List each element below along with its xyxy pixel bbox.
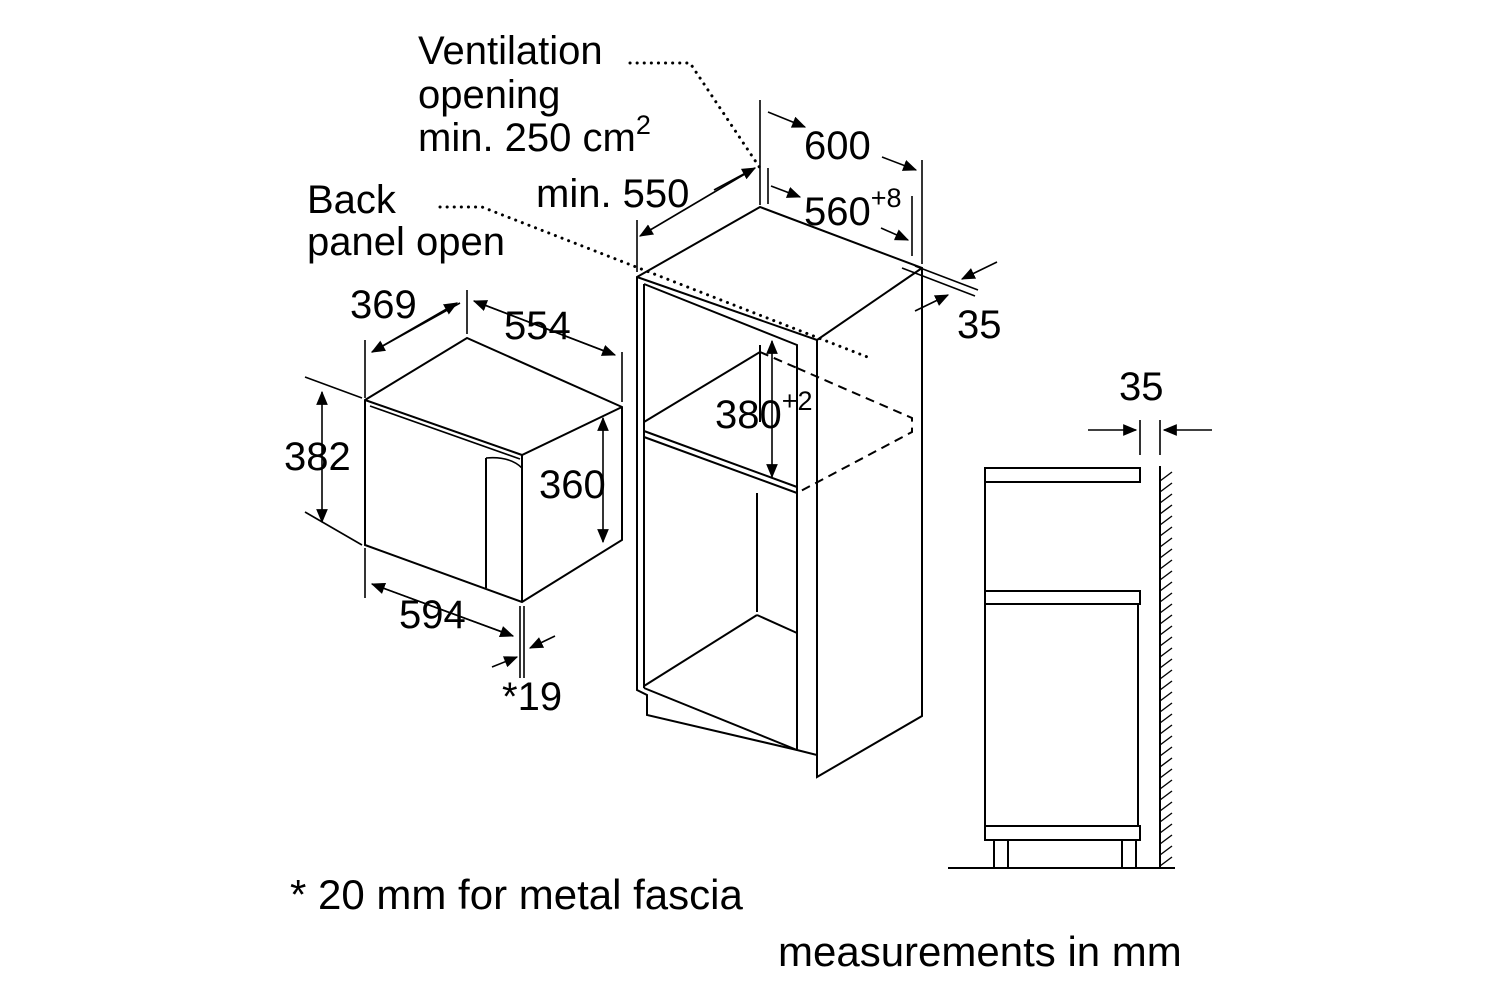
hatch-stroke	[1159, 779, 1173, 790]
hatch-stroke	[1159, 845, 1173, 856]
dim-unit-depth: 369	[350, 283, 417, 327]
hatch-stroke	[1159, 856, 1173, 867]
dim-niche-height-value: 380	[715, 393, 782, 437]
hatch-stroke	[1159, 482, 1173, 493]
dim-cabinet-min-depth: min. 550	[536, 172, 689, 216]
ventilation-area-exponent: 2	[636, 110, 651, 140]
hatch-stroke	[1159, 603, 1173, 614]
dim-unit-height: 382	[284, 435, 351, 479]
hatch-stroke	[1159, 647, 1173, 658]
ventilation-label-line3: min. 250 cm2	[418, 110, 651, 160]
hatch-stroke	[1159, 735, 1173, 746]
dim-unit-inner-width: 554	[504, 304, 571, 348]
hatch-stroke	[1159, 669, 1173, 680]
hatch-stroke	[1159, 834, 1173, 845]
hatch-stroke	[1159, 559, 1173, 570]
dim-niche-height: 380+2	[715, 386, 813, 437]
hatch-stroke	[1159, 757, 1173, 768]
cabinet-dimension-lines	[636, 100, 998, 479]
dim-fascia: *19	[502, 675, 562, 719]
ventilation-label-line1: Ventilation	[418, 29, 603, 73]
leader-lines	[438, 61, 872, 360]
ventilation-label-line2: opening	[418, 73, 560, 117]
units-note: measurements in mm	[778, 928, 1182, 975]
side-section-view	[948, 420, 1212, 869]
hatch-stroke	[1159, 702, 1173, 713]
dim-niche-width-tolerance: +8	[871, 183, 902, 213]
hatch-stroke	[1159, 790, 1173, 801]
hatch-stroke	[1159, 713, 1173, 724]
hatch-stroke	[1159, 724, 1173, 735]
hatch-stroke	[1159, 526, 1173, 537]
dim-cabinet-width: 600	[804, 124, 871, 168]
hatch-stroke	[1159, 493, 1173, 504]
hatch-stroke	[1159, 592, 1173, 603]
dim-niche-width: 560+8	[804, 183, 902, 234]
dim-unit-inner-height: 360	[539, 463, 606, 507]
hatch-stroke	[1159, 548, 1173, 559]
dim-side-offset: 35	[1119, 365, 1164, 409]
hatch-stroke	[1159, 636, 1173, 647]
hatch-stroke	[1159, 504, 1173, 515]
dim-front-offset: 35	[957, 303, 1002, 347]
hatch-stroke	[1159, 801, 1173, 812]
hatch-stroke	[1159, 515, 1173, 526]
unit-dimension-lines	[304, 290, 623, 678]
hatch-stroke	[1159, 471, 1173, 482]
hatch-stroke	[1159, 746, 1173, 757]
dim-niche-height-tolerance: +2	[782, 386, 813, 416]
back-panel-label-line1: Back	[307, 178, 397, 222]
hatch-stroke	[1159, 614, 1173, 625]
dim-niche-width-value: 560	[804, 190, 871, 234]
hatch-stroke	[1159, 691, 1173, 702]
hatch-stroke	[1159, 537, 1173, 548]
dim-unit-width: 594	[399, 593, 466, 637]
hatch-stroke	[1159, 812, 1173, 823]
wall-hatching	[1159, 471, 1173, 867]
hatch-stroke	[1159, 680, 1173, 691]
footnote: * 20 mm for metal fascia	[290, 871, 743, 918]
hatch-stroke	[1159, 625, 1173, 636]
hatch-stroke	[1159, 823, 1173, 834]
hatch-stroke	[1159, 570, 1173, 581]
hatch-stroke	[1159, 658, 1173, 669]
microwave-unit	[364, 336, 623, 604]
back-panel-label-line2: panel open	[307, 220, 505, 264]
hatch-stroke	[1159, 768, 1173, 779]
hatch-stroke	[1159, 581, 1173, 592]
tall-cabinet	[636, 205, 923, 779]
ventilation-area: min. 250 cm	[418, 116, 636, 160]
